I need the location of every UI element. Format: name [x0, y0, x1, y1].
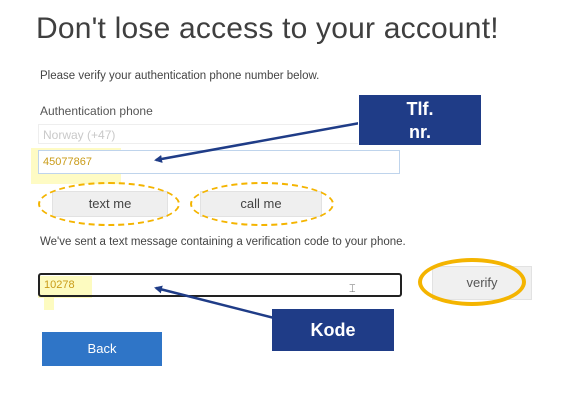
- text-me-highlight-oval: [38, 182, 180, 226]
- sent-message: We've sent a text message containing a v…: [40, 236, 406, 248]
- code-callout: Kode: [272, 309, 394, 351]
- instruction-text: Please verify your authentication phone …: [40, 70, 320, 82]
- verify-highlight-oval: [418, 258, 526, 306]
- phone-callout: Tlf. nr.: [358, 94, 482, 146]
- call-me-highlight-oval: [190, 182, 334, 226]
- code-highlight: [38, 276, 92, 298]
- phone-callout-line1: Tlf.: [406, 99, 434, 119]
- page-title: Don't lose access to your account!: [36, 12, 499, 45]
- phone-label: Authentication phone: [40, 104, 153, 118]
- phone-callout-line2: nr.: [408, 122, 431, 142]
- code-highlight-tail: [44, 296, 54, 310]
- back-button[interactable]: Back: [42, 332, 162, 366]
- country-select[interactable]: Norway (+47): [38, 124, 400, 144]
- phone-input[interactable]: 45077867: [38, 150, 400, 174]
- verification-code-input[interactable]: 10278: [38, 273, 402, 297]
- text-cursor-icon: ⌶: [349, 283, 356, 295]
